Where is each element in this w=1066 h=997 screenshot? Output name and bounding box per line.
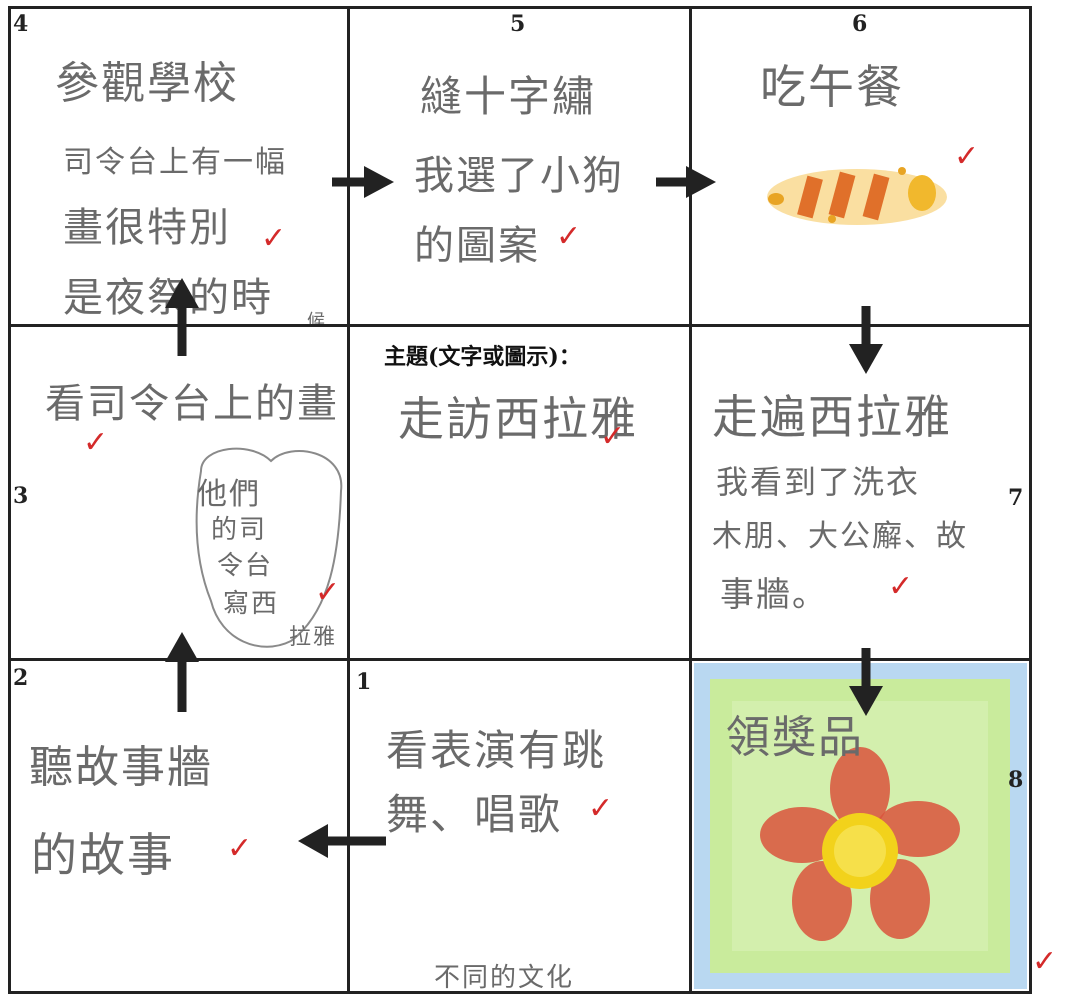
arrow-down-icon bbox=[849, 306, 883, 374]
cell-text-line: 縫十字繡 bbox=[420, 72, 597, 121]
bubble-text-line: 的司 bbox=[211, 515, 268, 545]
check-mark-icon: ✓ bbox=[954, 139, 980, 174]
prize-drawing-icon bbox=[694, 663, 1027, 989]
cell-text-line: 吃午餐 bbox=[760, 60, 904, 114]
arrow-right-icon bbox=[332, 166, 394, 198]
grid-line bbox=[8, 991, 1032, 994]
arrow-right-icon bbox=[656, 166, 716, 198]
grid-line bbox=[8, 6, 1032, 9]
cell-text-line: 木朋、大公廨、故 bbox=[712, 519, 968, 554]
cell-note: 不同的文化 bbox=[434, 963, 575, 991]
cell-text-line: 司令台上有一幅 bbox=[63, 145, 287, 180]
cell-number: 8 bbox=[1008, 767, 1024, 793]
lunch-drawing-icon bbox=[767, 167, 947, 225]
cell-5: 5 縫十字繡 我選了小狗 的圖案 ✓ bbox=[350, 9, 689, 324]
cell-text-line: 舞、唱歌 bbox=[386, 790, 563, 839]
cell-number: 3 bbox=[13, 483, 29, 509]
cell-8: 領獎品 8 bbox=[692, 661, 1029, 991]
grid-line bbox=[347, 6, 350, 994]
cell-text-line: 的故事 bbox=[31, 828, 175, 882]
check-mark-icon: ✓ bbox=[588, 791, 614, 826]
cell-number: 5 bbox=[510, 11, 526, 37]
cell-text-line: 走遍西拉雅 bbox=[712, 390, 952, 444]
cell-center: 主題(文字或圖示)： 走訪西拉雅 ✓ bbox=[350, 327, 689, 658]
cell-text-line: 領獎品 bbox=[726, 712, 864, 763]
cell-text-line: 參觀學校 bbox=[55, 58, 239, 109]
cell-number: 6 bbox=[852, 11, 868, 37]
check-mark-icon: ✓ bbox=[227, 831, 253, 866]
theme-answer: 走訪西拉雅 bbox=[398, 392, 638, 446]
cell-number: 7 bbox=[1008, 485, 1024, 511]
check-mark-icon: ✓ bbox=[556, 219, 582, 254]
grid-line bbox=[8, 6, 11, 994]
cell-text-line: 是夜祭的時 bbox=[63, 275, 273, 321]
grid-line bbox=[1029, 6, 1032, 994]
cell-2: 2 聽故事牆 的故事 ✓ bbox=[11, 661, 347, 991]
check-mark-icon: ✓ bbox=[600, 419, 626, 454]
check-mark-icon: ✓ bbox=[888, 569, 914, 604]
cell-text-line: 看表演有跳 bbox=[386, 726, 607, 775]
grid-line bbox=[8, 324, 1032, 327]
speech-bubble-icon bbox=[195, 447, 343, 648]
cell-1: 1 看表演有跳 舞、唱歌 ✓ 不同的文化 bbox=[350, 661, 689, 991]
grid-line bbox=[689, 6, 692, 994]
arrow-left-icon bbox=[298, 824, 386, 858]
cell-text-line: 的圖案 bbox=[414, 223, 540, 269]
cell-number: 1 bbox=[356, 669, 372, 695]
theme-title: 主題(文字或圖示)： bbox=[384, 344, 581, 370]
arrow-up-icon bbox=[165, 278, 199, 356]
flow-arrows bbox=[165, 166, 883, 858]
arrow-down-icon bbox=[849, 648, 883, 716]
cell-text-line: 看司令台上的畫 bbox=[45, 381, 339, 427]
cell-text-line: 我選了小狗 bbox=[414, 153, 624, 199]
cell-4: 4 參觀學校 司令台上有一幅 畫很特別 是夜祭的時 候 ✓ bbox=[11, 9, 347, 324]
cell-number: 4 bbox=[13, 11, 29, 37]
arrow-up-icon bbox=[165, 632, 199, 712]
bubble-text-line: 令台 bbox=[217, 551, 274, 581]
check-mark-icon: ✓ bbox=[1032, 944, 1058, 979]
bubble-text-line: 拉雅 bbox=[289, 625, 338, 650]
cell-text-line: 我看到了洗衣 bbox=[716, 463, 921, 501]
bubble-text-line: 寫西 bbox=[223, 589, 280, 619]
bubble-text-line: 他們 bbox=[197, 477, 261, 512]
nine-grid: 4 參觀學校 司令台上有一幅 畫很特別 是夜祭的時 候 ✓ 5 縫十字繡 我選了… bbox=[8, 6, 1032, 994]
cell-text-line: 畫很特別 bbox=[63, 205, 231, 251]
check-mark-icon: ✓ bbox=[261, 221, 287, 256]
cell-7: 7 走遍西拉雅 我看到了洗衣 木朋、大公廨、故 事牆。 ✓ bbox=[692, 327, 1029, 658]
grid-line bbox=[8, 658, 1032, 661]
cell-text-line: 聽故事牆 bbox=[29, 742, 213, 793]
cell-number: 2 bbox=[13, 665, 29, 691]
cell-6: 6 吃午餐 ✓ bbox=[692, 9, 1029, 324]
cell-3: 3 看司令台上的畫 ✓ 他們 的司 令台 寫西 拉雅 ✓ bbox=[11, 327, 347, 658]
cell-text-tail: 候 bbox=[307, 311, 327, 324]
cell-text-line: 事牆。 bbox=[720, 575, 828, 615]
check-mark-icon: ✓ bbox=[315, 575, 341, 610]
check-mark-icon: ✓ bbox=[83, 425, 109, 460]
